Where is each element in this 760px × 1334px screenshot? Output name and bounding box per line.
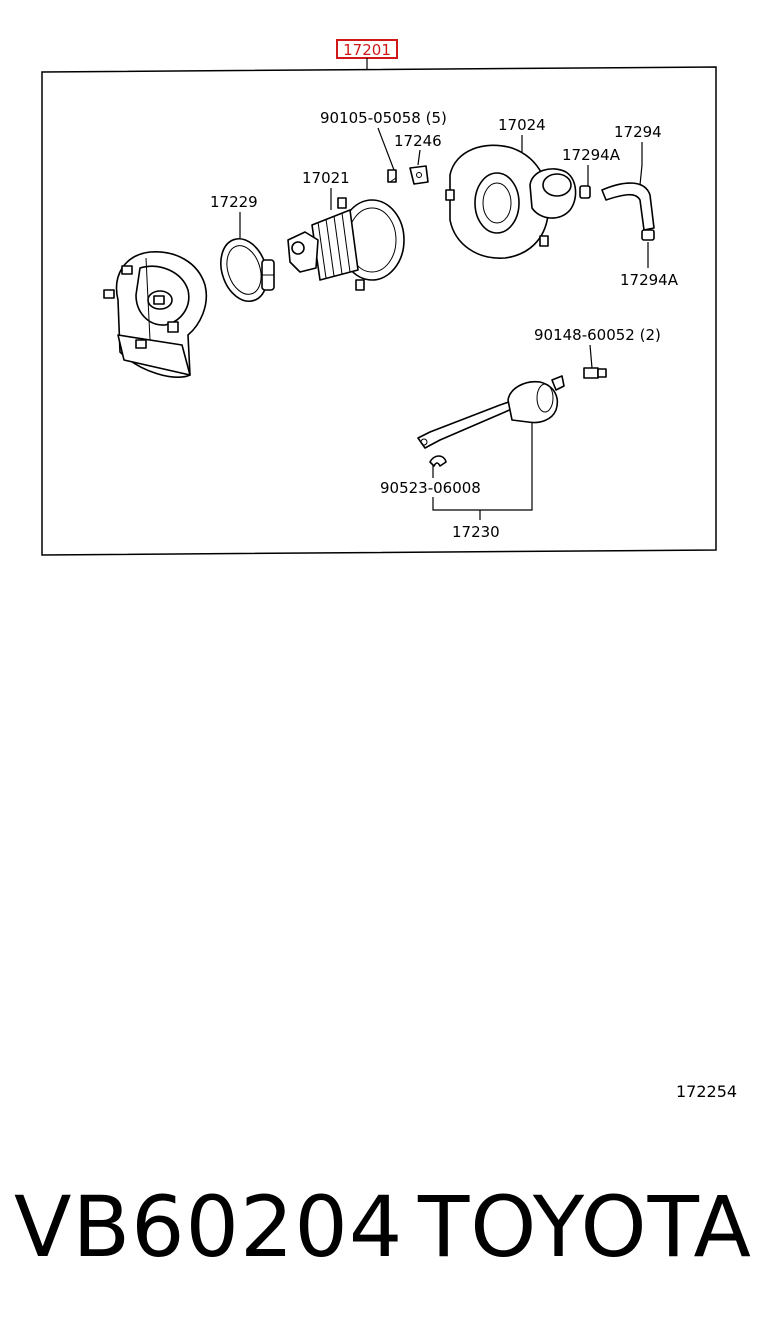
label-90148[interactable]: 90148-60052 (2) <box>534 326 661 344</box>
compressor-housing[interactable] <box>445 144 577 259</box>
hose-clamp-top[interactable] <box>579 185 591 199</box>
assembly-label[interactable]: 17201 <box>343 41 391 59</box>
label-90523[interactable]: 90523-06008 <box>380 479 481 497</box>
footer-part-code: VB60204 <box>14 1178 404 1276</box>
footer-brand: TOYOTA <box>418 1178 752 1276</box>
v-band-clamp[interactable] <box>213 233 275 307</box>
label-17229[interactable]: 17229 <box>210 193 258 211</box>
label-17021[interactable]: 17021 <box>302 169 350 187</box>
leader-lines <box>239 127 649 520</box>
bolt-90105[interactable] <box>387 169 397 183</box>
lock-plate-17246[interactable] <box>409 165 429 185</box>
label-17294a-bottom[interactable]: 17294A <box>620 271 679 289</box>
label-90105[interactable]: 90105-05058 (5) <box>320 109 447 127</box>
bolt-90148[interactable] <box>583 367 607 379</box>
hose-17294[interactable] <box>601 182 655 231</box>
label-17294a-top[interactable]: 17294A <box>562 146 621 164</box>
center-housing-cartridge[interactable] <box>287 197 405 291</box>
wastegate-actuator[interactable] <box>417 375 565 449</box>
label-17024[interactable]: 17024 <box>498 116 546 134</box>
clip-90523[interactable] <box>429 455 447 467</box>
figure-number: 172254 <box>676 1082 738 1101</box>
hose-clamp-bottom[interactable] <box>641 229 655 241</box>
diagram-frame <box>41 66 717 556</box>
label-17294[interactable]: 17294 <box>614 123 662 141</box>
turbine-housing[interactable] <box>103 251 207 379</box>
label-17230[interactable]: 17230 <box>452 523 500 541</box>
label-17246[interactable]: 17246 <box>394 132 442 150</box>
